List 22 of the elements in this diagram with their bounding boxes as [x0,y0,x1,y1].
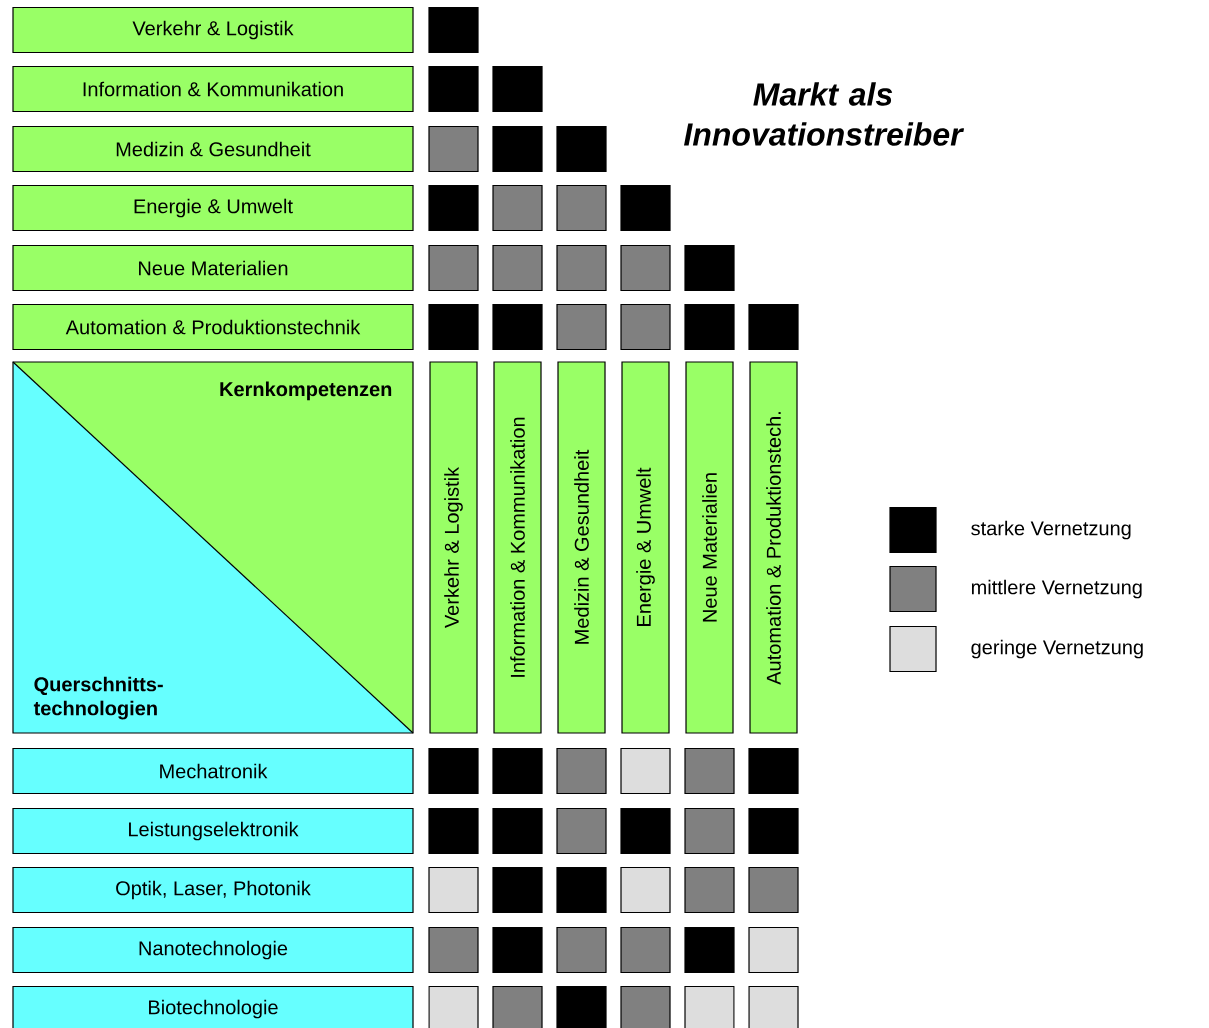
row-label-box: Energie & Umwelt [12,184,414,232]
row-label-box: Verkehr & Logistik [12,6,414,54]
column-label-box: Automation & Produktionstech. [749,361,798,734]
row-label-box: Optik, Laser, Photonik [12,866,414,914]
column-label-box: Neue Materialien [685,361,734,734]
row-label-box: Medizin & Gesundheit [12,125,414,173]
row-label-box: Nanotechnologie [12,926,414,974]
row-label-box: Information & Kommunikation [12,65,414,113]
row-label-box: Automation & Produktionstechnik [12,303,414,351]
legend-text: mittlere Vernetzung [971,579,1142,599]
row-label-box: Neue Materialien [12,244,414,292]
row-label-box: Mechatronik [12,747,414,795]
title: Markt als Innovationstreiber [684,82,965,146]
row-label-box: Biotechnologie [12,985,414,1028]
column-label-box: Medizin & Gesundheit [557,361,606,734]
legend-text: geringe Vernetzung [971,639,1143,659]
legend-text: starke Vernetzung [971,520,1131,540]
row-label-box: Leistungselektronik [12,807,414,855]
column-label-box: Energie & Umwelt [621,361,670,734]
column-label-box: Information & Kommunikation [493,361,542,734]
triangle-area: Querschnitts- technologien [33,676,163,720]
column-label-box: Verkehr & Logistik [429,361,478,734]
